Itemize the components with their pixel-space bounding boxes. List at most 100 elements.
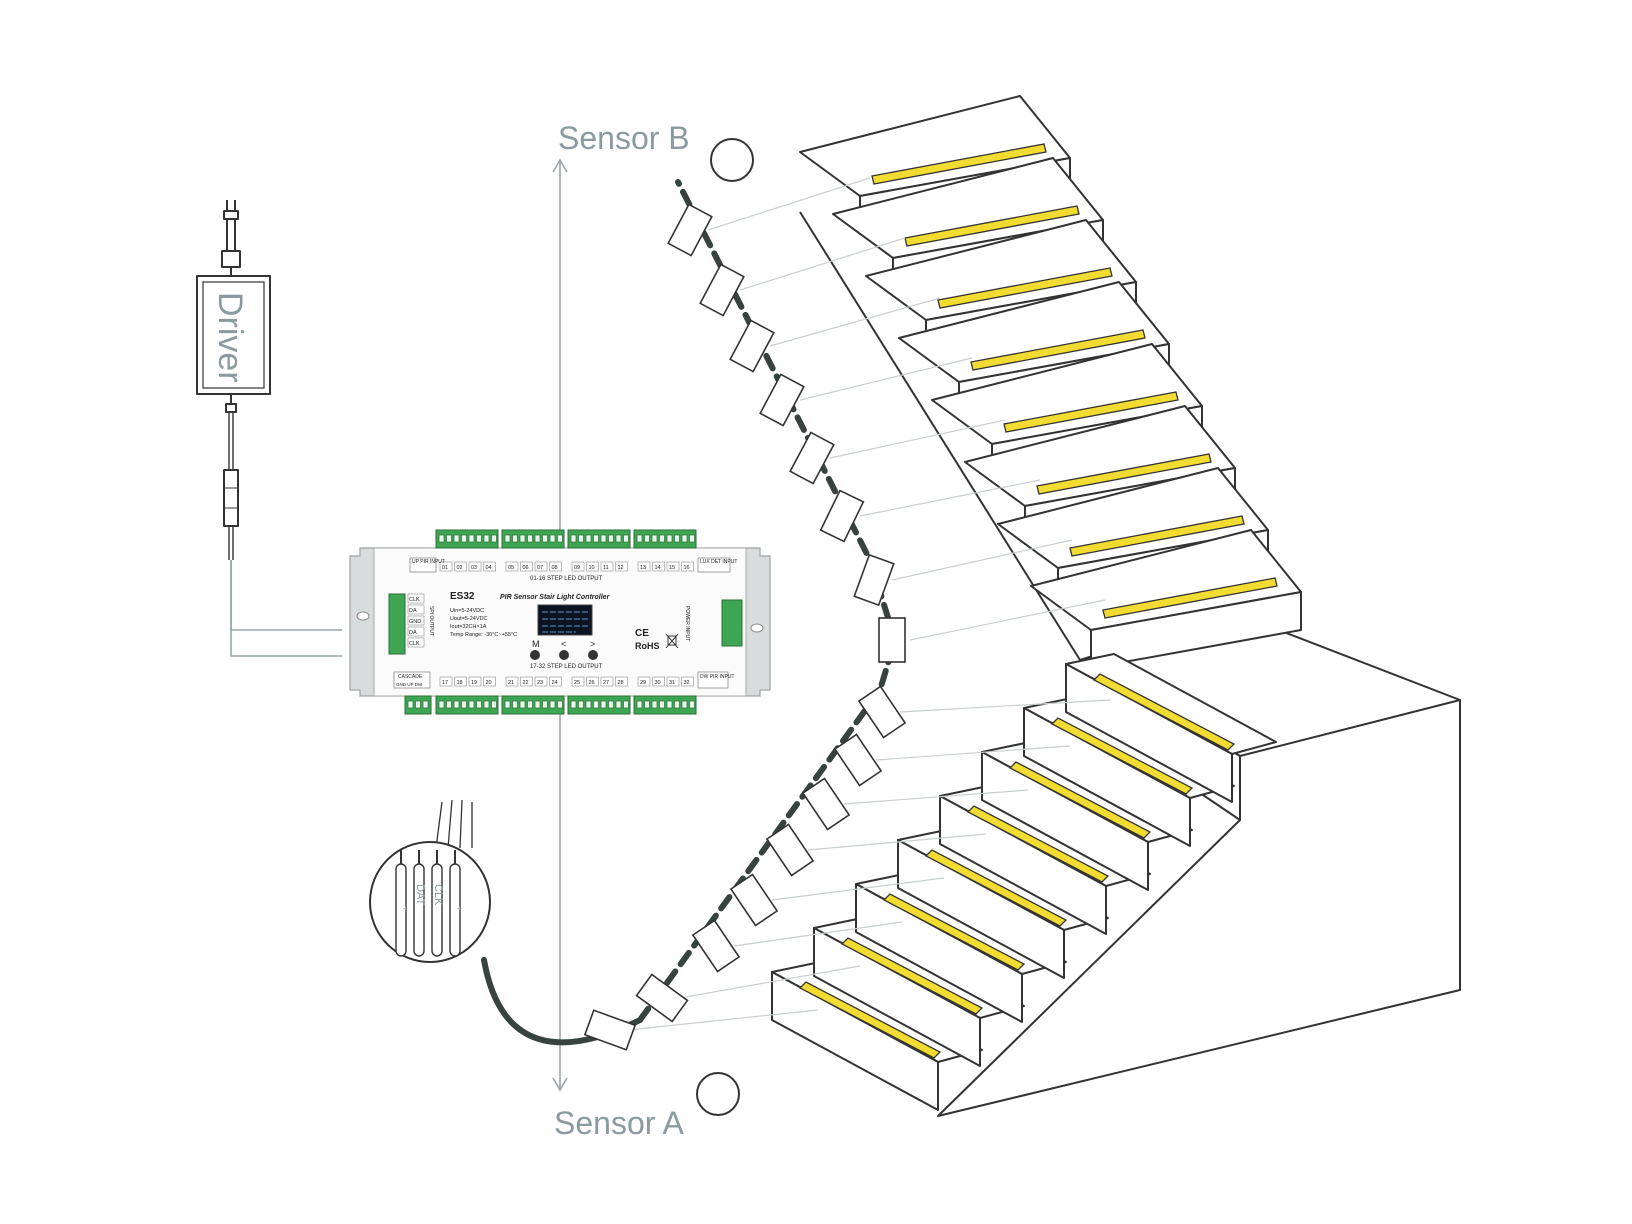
terminal-pin (519, 700, 526, 709)
channel-label: 16 (684, 565, 690, 571)
terminal-pin (681, 700, 688, 709)
led-ic-segment (765, 823, 815, 877)
lower-step-riser (897, 839, 1065, 979)
led-strip (924, 849, 1068, 927)
terminal-pin (578, 700, 584, 709)
channel-label: 31 (669, 680, 675, 686)
leader-line (707, 177, 871, 231)
lower-step-riser (813, 927, 981, 1067)
terminal-pin (608, 700, 614, 709)
driver-label: Driver (211, 292, 249, 383)
terminal-pin (578, 534, 584, 543)
upper-step-riser (1090, 591, 1302, 669)
terminal-pin (438, 534, 445, 543)
led-ic-segment (853, 553, 895, 607)
terminal-pin (542, 700, 548, 709)
channel-label: 32 (684, 680, 690, 686)
terminal-pin (468, 700, 475, 709)
spi-pin-label: CLK (409, 641, 420, 647)
led-ic-segment (833, 733, 883, 787)
terminal-pin (504, 534, 511, 543)
terminal-pin (593, 534, 599, 543)
rohs-mark: RoHS (635, 641, 660, 651)
leader-line (843, 789, 1029, 805)
cascade-pins: GND UP DW (396, 682, 423, 687)
terminal-pin (519, 534, 526, 543)
spec-3: Iout=32CH×1A (450, 624, 487, 630)
wire-label-2: DAT (414, 884, 426, 905)
leader-line (679, 965, 861, 999)
terminal-pin (476, 534, 482, 543)
weee-icon (665, 633, 679, 649)
power-input-terminal (721, 599, 743, 647)
terminal-pin (659, 700, 665, 709)
leader-line (733, 921, 903, 947)
cascade-label: CASCADE (398, 674, 423, 680)
top-terminal-blocks (435, 529, 697, 549)
spi-pin-label: GND (409, 619, 421, 625)
wire-label-3: CLK (432, 884, 444, 906)
button-m[interactable] (530, 650, 540, 660)
channel-label: 15 (669, 565, 675, 571)
terminal-pin (422, 700, 429, 709)
channel-label: 17 (442, 680, 448, 686)
button-m-label: M (532, 639, 540, 649)
channel-label: 07 (537, 565, 543, 571)
led-strip (1069, 515, 1245, 557)
channel-label: 23 (537, 680, 543, 686)
terminal-pin (644, 534, 650, 543)
terminal-pin (461, 700, 467, 709)
terminal-pin (557, 534, 563, 543)
terminal-pin (476, 700, 482, 709)
terminal-pin (468, 534, 475, 543)
leader-line (859, 479, 1041, 517)
leader-line (891, 539, 1073, 581)
led-strip (798, 981, 942, 1059)
power-input-label: POWER INPUT (684, 606, 690, 641)
channel-label: 09 (574, 565, 580, 571)
terminal-pin (615, 700, 622, 709)
terminal-pin (585, 534, 592, 543)
leader-line (807, 833, 987, 851)
terminal-pin (608, 534, 614, 543)
terminal-pin (527, 700, 533, 709)
channel-label: 24 (552, 680, 558, 686)
channel-label: 04 (486, 565, 492, 571)
leader-line (739, 237, 906, 291)
dw-pir-label: DW PIR INPUT (700, 674, 734, 680)
terminal-pin (681, 534, 688, 543)
terminal-pin (585, 700, 592, 709)
led-ic-segment (759, 373, 805, 427)
led-ic-segment (878, 617, 906, 663)
terminal-pin (600, 700, 607, 709)
channel-label: 21 (508, 680, 514, 686)
terminal-pin (534, 700, 541, 709)
spec-4: Temp Range: -30°C~+55°C (450, 632, 517, 638)
button-left[interactable] (559, 650, 569, 660)
leader-line (909, 599, 1106, 641)
led-ic-segment (583, 1009, 637, 1051)
addressable-cable (481, 179, 907, 1051)
terminal-pin (659, 534, 665, 543)
controller-model: ES32 (450, 591, 475, 602)
wire-label-1: + (401, 906, 410, 911)
driver-assembly: Driver (196, 200, 342, 657)
led-ic-segment (691, 919, 741, 973)
terminal-pin (636, 534, 643, 543)
terminal-pin (557, 700, 563, 709)
zoom-circle (369, 841, 491, 963)
led-ic-segment (801, 777, 851, 831)
cable-zoom: + DAT CLK + (369, 799, 491, 963)
controller-name: PIR Sensor Stair Light Controller (500, 594, 611, 601)
channel-label: 30 (655, 680, 661, 686)
button-right[interactable] (588, 650, 598, 660)
terminal-pin (644, 700, 650, 709)
channel-label: 25 (574, 680, 580, 686)
terminal-pin (623, 700, 629, 709)
sensor-b-icon (710, 138, 754, 182)
button-right-label: > (590, 639, 595, 649)
staircase (771, 95, 1461, 1117)
